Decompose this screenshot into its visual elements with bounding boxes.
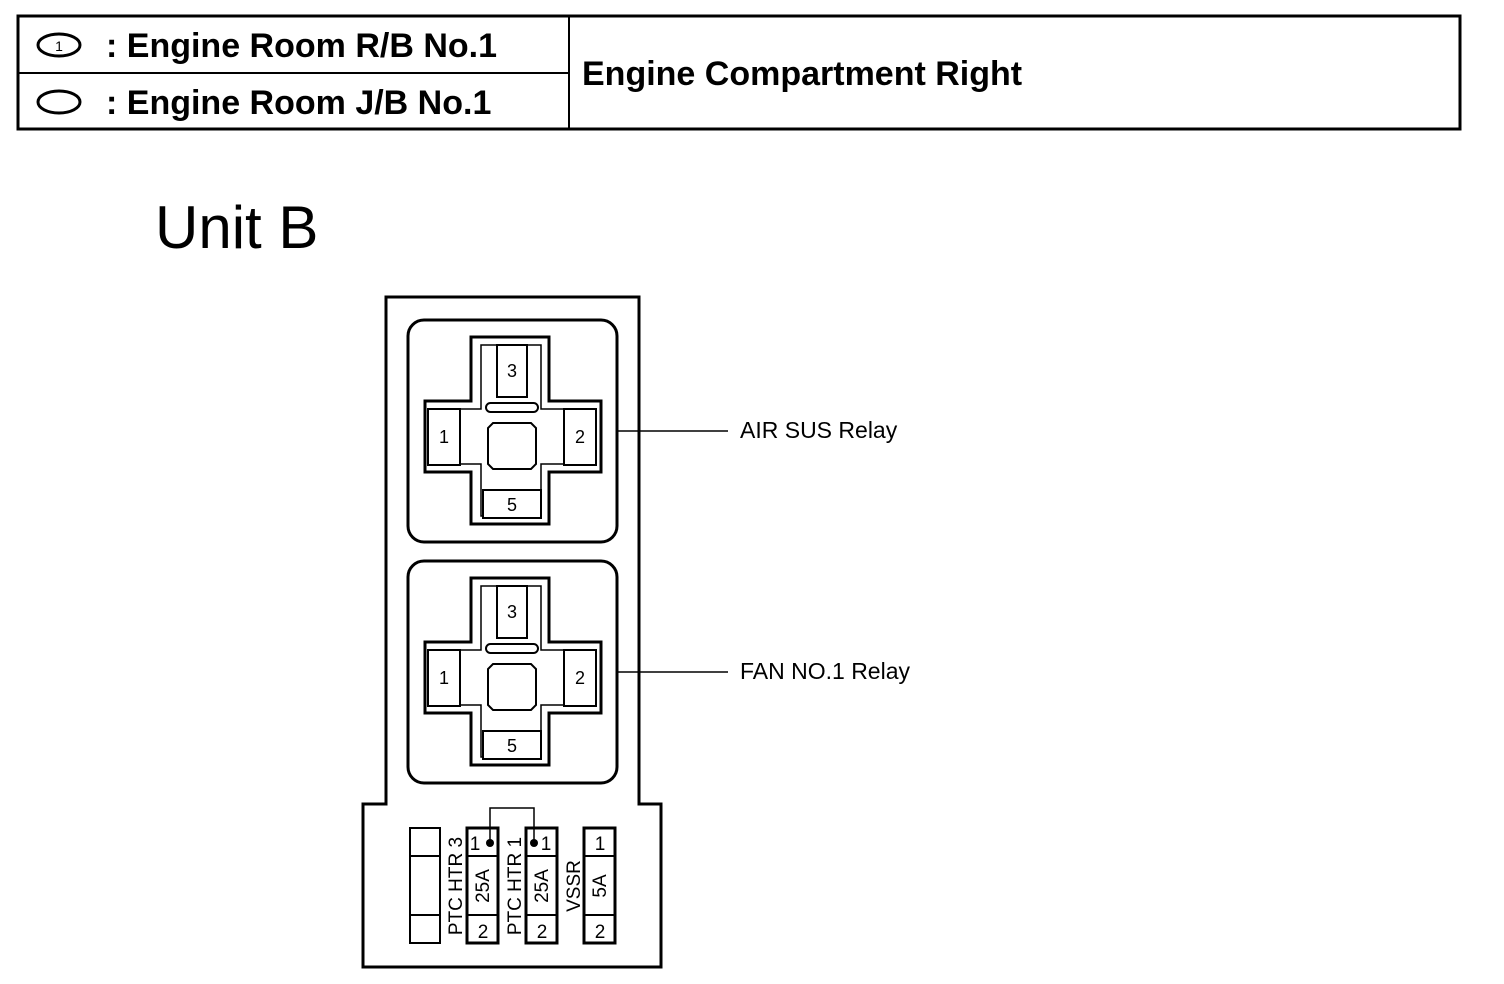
relay-center-post: [487, 422, 537, 470]
relay-terminal-label: 1: [439, 668, 449, 688]
fuse-terminal-label: 2: [478, 922, 489, 943]
relay-label-fan-no1: FAN NO.1 Relay: [740, 658, 910, 684]
relay-terminal-bottom: [482, 489, 542, 519]
relay-terminal-label: 2: [575, 668, 585, 688]
relay-terminal-label: 2: [575, 427, 585, 447]
rb-symbol-number: 1: [55, 38, 63, 54]
unit-title: Unit B: [155, 194, 318, 261]
legend-table: [16, 14, 1462, 131]
relay-terminal-label: 3: [507, 361, 517, 381]
jumper-node-icon: [486, 839, 494, 847]
relay-terminal-label: 1: [439, 427, 449, 447]
relay-center-post: [487, 663, 537, 711]
fuse-vssr: 1 2 5A VSSR: [564, 826, 617, 945]
fuse-terminal-label: 2: [537, 922, 548, 943]
fuse-name: PTC HTR 1: [505, 837, 526, 935]
relay-terminal-bottom: [482, 730, 542, 760]
fuse-name: PTC HTR 3: [446, 837, 467, 935]
relay-terminal-label: 3: [507, 602, 517, 622]
fuse-rating: 25A: [532, 869, 553, 903]
fuse-terminal-label: 2: [595, 922, 606, 943]
relay-terminal-right: [563, 408, 597, 466]
fuse-terminal-label: 1: [595, 834, 606, 855]
fuse-terminal-label: 1: [470, 834, 481, 855]
fuse-rating: 25A: [473, 869, 494, 903]
relay-terminal-left: [427, 649, 461, 707]
legend-row1-label: : Engine Room R/B No.1: [106, 27, 497, 65]
fuse-ptc-htr-3: 1 2 25A PTC HTR 3: [446, 826, 500, 945]
fuse-body: [524, 826, 559, 945]
spare-fuse-slot: [409, 827, 441, 944]
relay-cross-outer: [423, 576, 603, 767]
relay-cross-outer: [423, 335, 603, 526]
relay-air-sus: 3 1 2 5 AIR SUS Relay: [406, 318, 898, 544]
relay-label-air-sus: AIR SUS Relay: [740, 417, 898, 443]
relay-terminal-top: [496, 344, 528, 398]
location-label: Engine Compartment Right: [582, 55, 1022, 93]
jb-symbol-icon: [36, 89, 82, 115]
relay-slot: [485, 643, 539, 654]
fuse-ptc-htr-1: 1 2 25A PTC HTR 1: [505, 826, 559, 945]
relay-terminal-left: [427, 408, 461, 466]
relay-fan-no1: 3 1 2 5 FAN NO.1 Relay: [406, 559, 910, 785]
jumper-node-icon: [530, 839, 538, 847]
relay-terminal-label: 5: [507, 495, 517, 515]
relay-slot: [485, 402, 539, 413]
legend-row2-label: : Engine Room J/B No.1: [106, 84, 491, 122]
relay-terminal-top: [496, 585, 528, 639]
junction-block-housing: [361, 295, 663, 969]
fuse-body: [582, 826, 617, 945]
relay-terminal-label: 5: [507, 736, 517, 756]
rb-symbol-icon: 1: [36, 32, 82, 58]
fuse-terminal-label: 1: [541, 834, 552, 855]
fuse-rating: 5A: [590, 874, 611, 898]
relay-terminal-right: [563, 649, 597, 707]
fuse-name: VSSR: [564, 860, 585, 912]
fuse-jumper-wire: [489, 807, 535, 843]
fuse-body: [465, 826, 500, 945]
